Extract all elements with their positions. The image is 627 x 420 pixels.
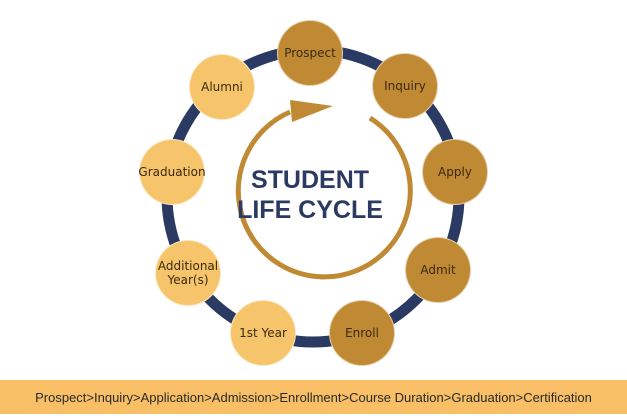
cycle-arc [235, 109, 413, 280]
node-label: Apply [438, 164, 472, 179]
node-label: Enroll [345, 325, 379, 340]
footer-banner: Prospect>Inquiry>Application>Admission>E… [0, 380, 627, 414]
title-line-1: STUDENT [250, 166, 370, 194]
node-additional-years: Additional Year(s) [155, 240, 221, 306]
node-label: Alumni [201, 79, 243, 94]
node-label: 1st Year [239, 325, 287, 340]
node-inquiry: Inquiry [372, 53, 438, 119]
arrowhead-icon [290, 100, 333, 122]
title-line-2: LIFE CYCLE [237, 196, 383, 224]
diagram-title: STUDENT LIFE CYCLE [230, 165, 390, 225]
node-label: Inquiry [384, 78, 426, 93]
student-life-cycle-diagram: Prospect Inquiry Apply Admit Enroll 1st … [138, 20, 488, 366]
node-label: Graduation [138, 164, 206, 179]
node-admit: Admit [405, 237, 471, 303]
footer-text: Prospect>Inquiry>Application>Admission>E… [35, 389, 592, 405]
node-label: Admit [420, 262, 456, 277]
node-enroll: Enroll [329, 300, 395, 366]
node-1st-year: 1st Year [230, 300, 296, 366]
node-label-line2: Year(s) [167, 273, 209, 287]
node-prospect: Prospect [277, 20, 343, 86]
node-label-line1: Additional [157, 258, 219, 273]
node-graduation: Graduation [138, 139, 206, 205]
node-label: Prospect [284, 45, 336, 60]
node-apply: Apply [422, 139, 488, 205]
node-alumni: Alumni [189, 54, 255, 120]
